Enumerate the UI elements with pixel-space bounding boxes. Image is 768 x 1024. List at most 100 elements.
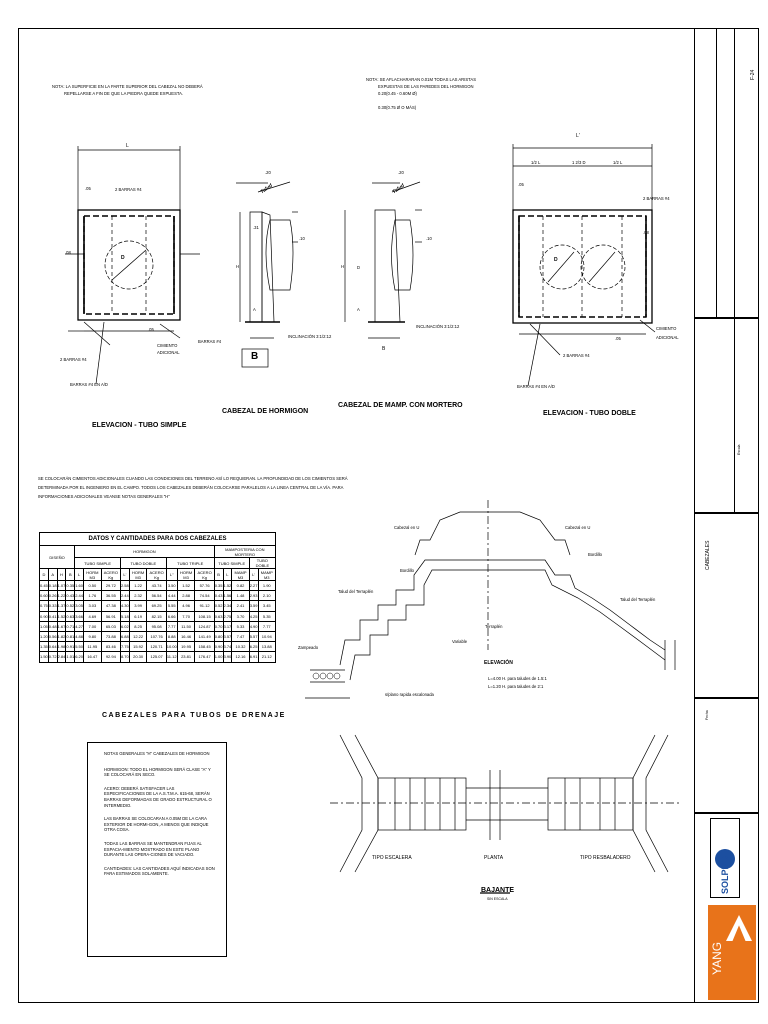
table-cell: 1.82 bbox=[56, 630, 67, 643]
mamp-dim-10: .10 bbox=[426, 236, 432, 241]
table-column-header: ACERO Kg bbox=[194, 568, 215, 581]
table-cell: 0.45 bbox=[39, 579, 49, 592]
table-title: DATOS Y CANTIDADES PARA DOS CABEZALES bbox=[39, 532, 276, 546]
table-cell: 1.20 bbox=[39, 630, 49, 643]
table-cell: 1.01 bbox=[65, 651, 76, 663]
bajante-siplano: s/plano rapida escalonada bbox=[385, 692, 434, 697]
hormigon-dim-10: .10 bbox=[299, 236, 305, 241]
table-cell: 3.90 bbox=[222, 651, 233, 663]
table-cell: 1.60 bbox=[74, 579, 84, 592]
simple-dim-05-bottom: .05 bbox=[148, 327, 154, 332]
table-cell: 0.81 bbox=[65, 630, 76, 643]
bajante-talud-left: Talud del Terraplén bbox=[338, 589, 374, 594]
table-cell: 0.90 bbox=[213, 641, 224, 653]
table-cell: 7.70 bbox=[176, 610, 196, 622]
table-column-header: A bbox=[47, 568, 58, 581]
table-cell: 10.00 bbox=[165, 641, 178, 653]
table-cell: 0.43 bbox=[65, 590, 76, 602]
doble-bars-ao-label: BARRAS #4 EN A/D bbox=[517, 384, 555, 389]
downspout-plan bbox=[330, 734, 680, 894]
downspout-elevation bbox=[305, 500, 676, 699]
table-cell: 1.22 bbox=[128, 579, 148, 592]
table-cell: 2.84 bbox=[56, 651, 67, 663]
top-right-note-line-3: 0.20(0.45 - 0.60M Ø) bbox=[378, 91, 417, 96]
table-cell: 0.35 bbox=[65, 579, 76, 592]
table-cell: 0.72 bbox=[47, 651, 58, 663]
table-cell: 3.50 bbox=[165, 579, 178, 592]
table-column-header: MAMP M3 bbox=[257, 568, 277, 581]
table-cell: 15.92 bbox=[128, 641, 148, 653]
table-cell: 0.50 bbox=[82, 579, 102, 592]
table-cell: 95.08 bbox=[146, 620, 167, 632]
table-cell: 74.54 bbox=[194, 590, 215, 602]
table-cell: 0.71 bbox=[65, 620, 76, 632]
table-column-header: L bbox=[74, 568, 84, 581]
table-mamposteria-header: MAMPOSTERIA CON MORTERO bbox=[213, 545, 277, 558]
table-cell: 1.22 bbox=[56, 590, 67, 602]
bajante-cabezal-left: Cabezal en U bbox=[394, 525, 420, 530]
table-hormigon-header: HORMIGON bbox=[74, 545, 215, 558]
table-cell: 1.00 bbox=[213, 651, 224, 663]
table-cell: 8.25 bbox=[128, 620, 148, 632]
table-cell: 2.34 bbox=[222, 600, 233, 612]
table-cell: 124.87 bbox=[194, 620, 215, 632]
table-cell: 0.43 bbox=[213, 590, 224, 602]
yang-mark-icon bbox=[726, 915, 752, 941]
simple-diameter-label: D bbox=[121, 255, 125, 261]
title-block-sheet-code: F-24 bbox=[750, 69, 756, 80]
table-cell: 1.35 bbox=[39, 641, 49, 653]
table-column-header: D bbox=[39, 568, 49, 581]
table-cell: 0.48 bbox=[47, 620, 58, 632]
doble-dim-05-bottom: .05 bbox=[615, 336, 621, 341]
table-cell: 1.05 bbox=[39, 620, 49, 632]
doble-cimiento-label-1: CIMIENTO bbox=[656, 326, 677, 331]
table-cell: 36.55 bbox=[100, 590, 121, 602]
table-cell: 0.60 bbox=[39, 590, 49, 602]
table-cell: 1.98 bbox=[56, 641, 67, 653]
table-cell: 0.64 bbox=[47, 641, 58, 653]
bajante-elevacion-title: ELEVACIÓN bbox=[484, 660, 513, 666]
table-cell: 2.75 bbox=[222, 610, 233, 622]
table-cell: 16.46 bbox=[176, 630, 196, 643]
table-cell: 13.88 bbox=[257, 641, 277, 653]
note-item: TODAS LAS BARRAS SE MANTENDRAN FIJAS AL … bbox=[104, 840, 202, 858]
simple-dim-08: .08 bbox=[65, 250, 71, 255]
table-cell: 5.18 bbox=[119, 610, 130, 622]
elevation-single-pipe bbox=[65, 146, 200, 385]
doble-view-title: ELEVACION - TUBO DOBLE bbox=[543, 410, 636, 417]
table-column-header: H bbox=[56, 568, 67, 581]
table-cell: 11.95 bbox=[82, 641, 102, 653]
hormigon-a-label: A bbox=[253, 307, 256, 312]
notes-title: NOTAS GENERALES "H" CABEZALES DE HORMIGO… bbox=[104, 751, 210, 756]
top-right-note-line-4: 0.30(0.75 Ø O MÁS) bbox=[378, 105, 417, 110]
table-cell: 0.52 bbox=[213, 600, 224, 612]
table-cell: 56.91 bbox=[100, 610, 121, 622]
note-item: LAS BARRAS SE COLOCARAN A 0.05M DE LA CA… bbox=[104, 816, 209, 833]
table-cell: 16.47 bbox=[82, 651, 102, 663]
bajante-terraplen: Terraplén bbox=[485, 624, 503, 629]
table-column-header: HORM M3 bbox=[82, 568, 102, 581]
doble-seg-1: 1/2 L bbox=[531, 160, 541, 165]
table-cell: 4.69 bbox=[82, 610, 102, 622]
top-left-note-line-2: REPELLARSE A FIN DE QUE LA PIEDRA QUEDE … bbox=[64, 91, 184, 96]
table-cell: 0.63 bbox=[213, 610, 224, 622]
table-cell: 0.90 bbox=[39, 610, 49, 622]
table-column-header: HORM M3 bbox=[176, 568, 196, 581]
table-cell: 1.67 bbox=[56, 620, 67, 632]
table-cell: 5.50 bbox=[74, 641, 84, 653]
table-cell: 6.19 bbox=[128, 610, 148, 622]
table-cell: 2.41 bbox=[231, 600, 250, 612]
table-cell: 3.05 bbox=[74, 600, 84, 612]
table-column-header: ACERO Kg bbox=[146, 568, 167, 581]
title-block-logo-cell bbox=[694, 813, 759, 1003]
table-column-header: B bbox=[65, 568, 76, 581]
mamp-dim-20: .20 bbox=[398, 170, 404, 175]
table-cell: 12.22 bbox=[128, 630, 148, 643]
table-cell: 2.93 bbox=[248, 590, 259, 602]
bajante-subtitle: SIN ESCALA bbox=[487, 897, 508, 901]
title-block-date-label: Fecha bbox=[705, 710, 709, 720]
